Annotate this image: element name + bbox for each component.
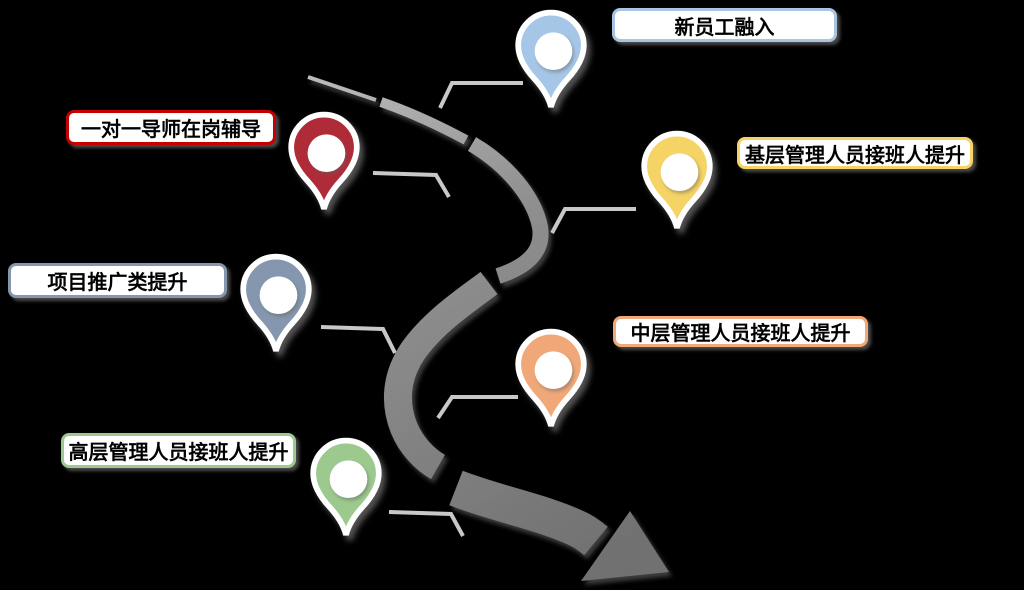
- map-pin-icon: [515, 9, 587, 108]
- pin-center-dot: [307, 134, 346, 173]
- pin-center-dot: [534, 351, 573, 390]
- map-pin-icon: [288, 111, 360, 210]
- leader-line-mentor-coaching: [372, 171, 451, 199]
- leader-line-project-promotion: [320, 325, 397, 354]
- label-box-project-promotion: 项目推广类提升: [8, 263, 227, 298]
- label-box-mentor-coaching: 一对一导师在岗辅导: [66, 110, 276, 145]
- map-pin-icon: [310, 437, 382, 536]
- map-pin-icon: [515, 328, 587, 427]
- label-text: 一对一导师在岗辅导: [81, 119, 261, 141]
- pin-center-dot: [329, 460, 368, 499]
- leader-line-middle-manager: [436, 395, 518, 420]
- label-text: 新员工融入: [674, 16, 775, 39]
- road-segment-3: [467, 137, 549, 284]
- pin-center-dot: [534, 32, 573, 71]
- label-box-senior-manager: 高层管理人员接班人提升: [61, 433, 296, 468]
- leader-line-frontline-manager: [550, 207, 636, 234]
- road-segment-4: [383, 271, 498, 480]
- road-segment-5: [449, 470, 608, 556]
- road-segment-1: [307, 75, 377, 102]
- label-text: 基层管理人员接班人提升: [745, 144, 965, 167]
- leader-line-senior-manager: [388, 510, 465, 537]
- map-pin-icon: [641, 130, 713, 229]
- label-text: 中层管理人员接班人提升: [630, 323, 851, 345]
- leader-line-new-employee: [438, 81, 523, 109]
- map-pin-icon: [240, 253, 312, 352]
- road-segment-2: [379, 97, 469, 145]
- pin-center-dot: [259, 276, 298, 315]
- label-box-middle-manager: 中层管理人员接班人提升: [613, 316, 868, 347]
- pin-center-dot: [660, 153, 699, 192]
- road-path: [307, 75, 669, 581]
- label-box-new-employee: 新员工融入: [612, 8, 837, 42]
- label-text: 项目推广类提升: [47, 272, 188, 294]
- road-arrowhead: [581, 511, 669, 581]
- leader-lines: [320, 81, 636, 537]
- label-box-frontline-manager: 基层管理人员接班人提升: [737, 137, 973, 169]
- label-text: 高层管理人员接班人提升: [68, 442, 289, 464]
